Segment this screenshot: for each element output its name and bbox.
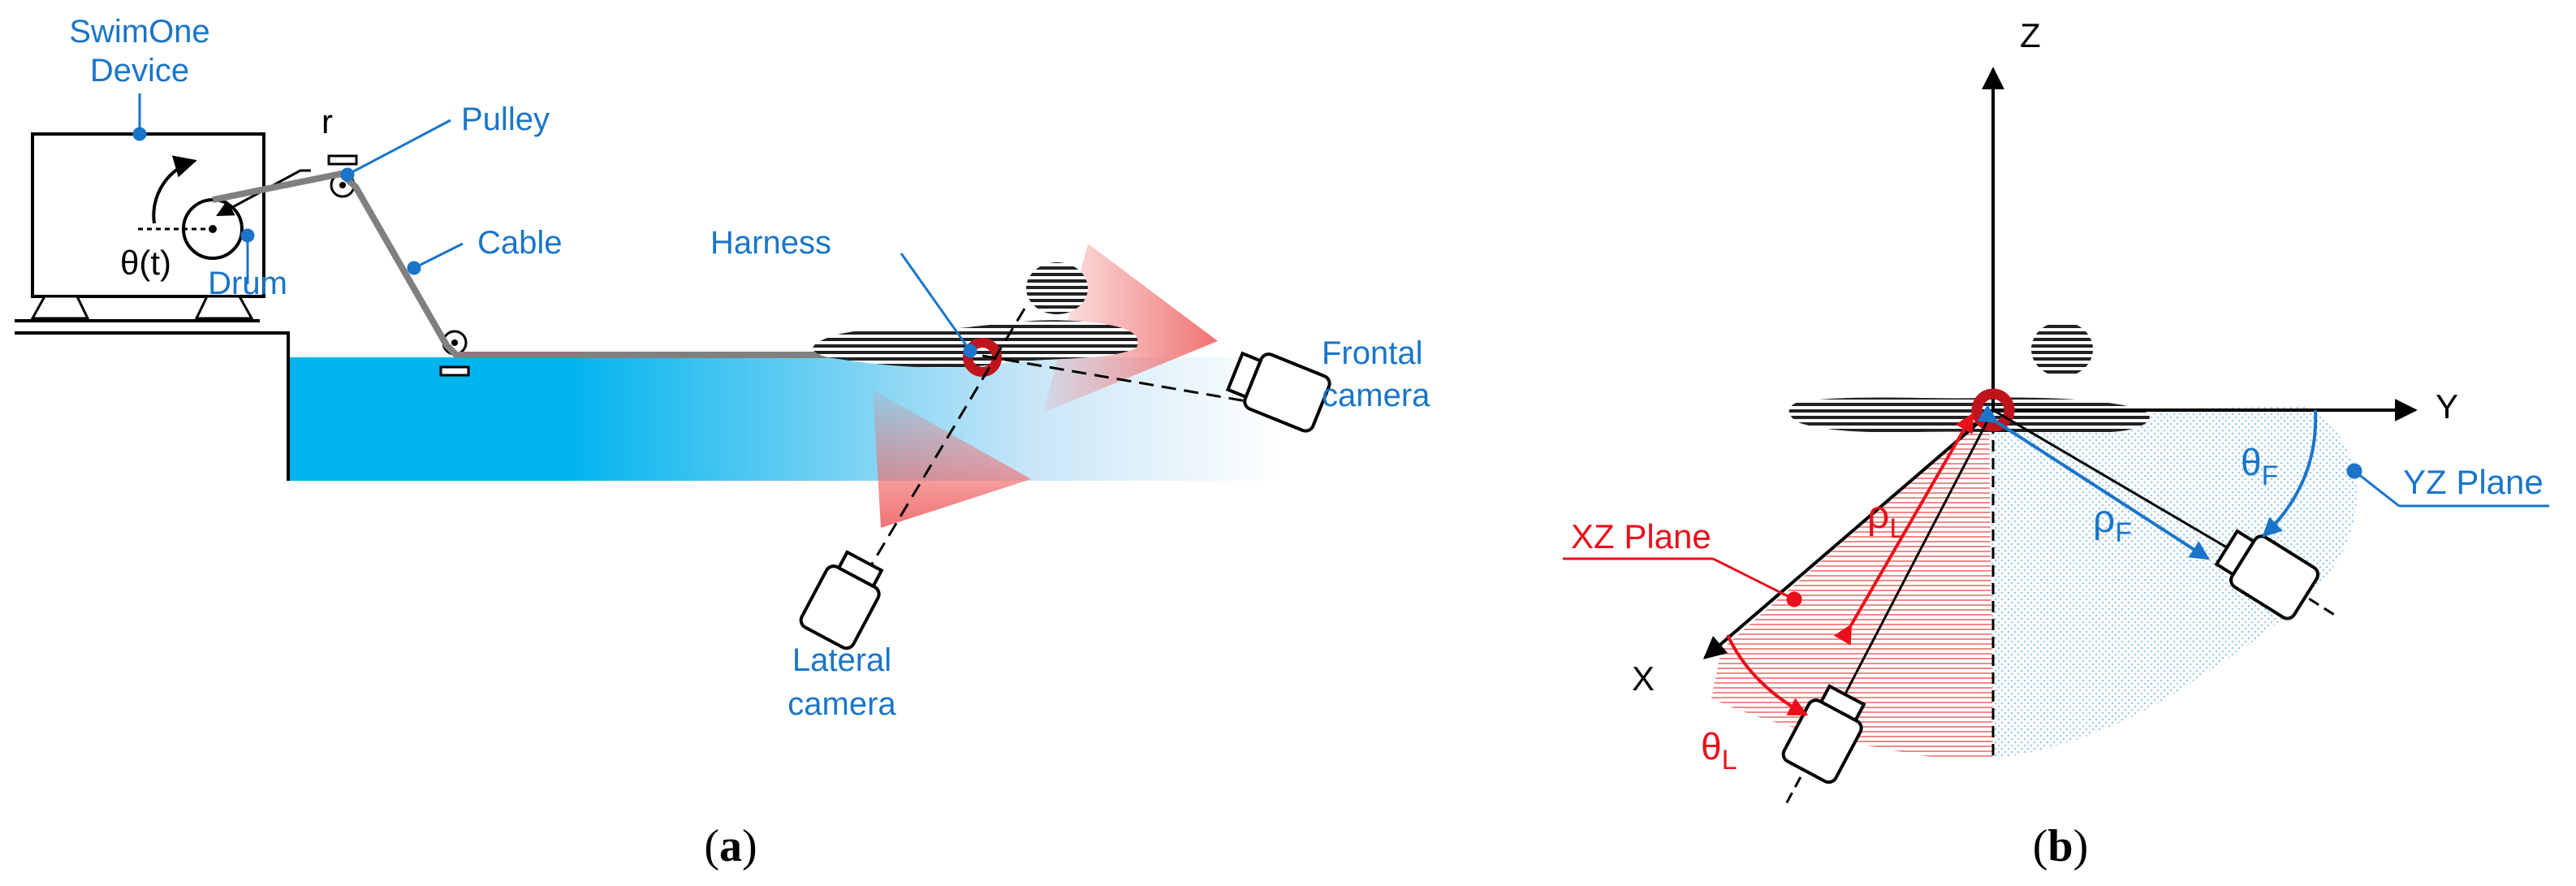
device-label-2: Device xyxy=(90,53,189,89)
rho-l-label: ρL xyxy=(1867,494,1905,544)
lateral-camera-cone xyxy=(873,390,1031,528)
lateral-camera-axis xyxy=(859,308,1026,584)
y-axis-label: Y xyxy=(2436,387,2458,426)
caption-b: (b) xyxy=(2033,821,2088,871)
xz-plane-leader xyxy=(1563,557,1802,607)
panel-a: SwimOne Device Pulley r θ(t) Drum Cable … xyxy=(15,14,1430,871)
frontal-camera-icon xyxy=(1225,351,1331,433)
rotation-arrow-icon xyxy=(152,155,197,224)
lateral-camera-icon xyxy=(799,550,884,650)
rho-l-arrow xyxy=(1833,412,1974,646)
yz-plane-label: YZ Plane xyxy=(2403,463,2544,501)
theta-l-arc xyxy=(1726,634,1809,716)
pool-water xyxy=(288,357,1283,481)
frontal-camera-axis xyxy=(982,354,1275,408)
xz-plane-label: XZ Plane xyxy=(1571,517,1711,555)
frontal-camera-label-2: camera xyxy=(1322,378,1430,413)
x-axis-label: X xyxy=(1632,659,1655,698)
z-axis-label: Z xyxy=(2020,16,2041,54)
lateral-camera-label-1: Lateral xyxy=(792,642,891,678)
theta-f-label: θF xyxy=(2241,441,2278,491)
panel-b: Z Y X XZ Plane YZ Plane ρL ρF θL θF (b) xyxy=(1563,16,2549,871)
theta-l-label: θL xyxy=(1701,725,1737,776)
harness-label: Harness xyxy=(710,225,831,261)
rho-f-label: ρF xyxy=(2093,498,2132,548)
device-label-1: SwimOne xyxy=(69,14,209,50)
rho-f-arrow xyxy=(1977,404,2211,560)
pool-edge xyxy=(15,331,290,481)
frontal-camera-label-1: Frontal xyxy=(1322,335,1423,371)
yz-plane-leader xyxy=(2346,463,2549,508)
lateral-camera-label-2: camera xyxy=(787,686,896,722)
radius-line xyxy=(216,169,311,217)
angle-label: θ(t) xyxy=(120,244,171,282)
frontal-camera-icon-b xyxy=(2214,529,2320,620)
radius-label: r xyxy=(321,102,333,140)
harness-ring xyxy=(963,338,1002,377)
lateral-camera-icon-b xyxy=(1781,684,1866,784)
caption-a: (a) xyxy=(704,821,757,871)
theta-f-arc xyxy=(2262,409,2318,538)
swimmer-b xyxy=(1789,322,2150,434)
cable xyxy=(212,171,966,358)
pulley-label: Pulley xyxy=(461,102,550,137)
drum-label: Drum xyxy=(208,266,287,301)
cable-label: Cable xyxy=(477,225,563,261)
